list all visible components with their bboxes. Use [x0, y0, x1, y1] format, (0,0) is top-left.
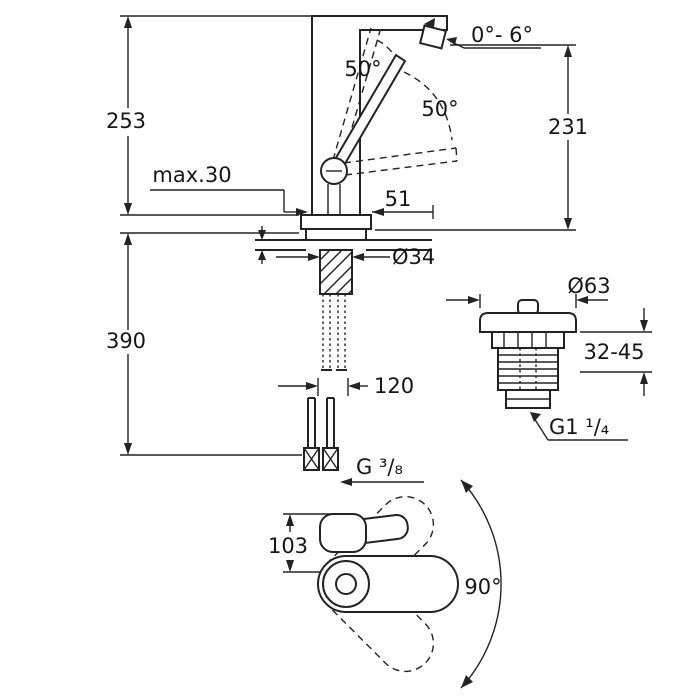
spout-footprint	[317, 555, 459, 613]
aerator-angle-label: 0°- 6°	[471, 23, 533, 47]
drain-cap	[479, 312, 577, 333]
thread-g114-label: G1 ¹/₄	[549, 415, 609, 439]
flexible-hoses	[321, 294, 347, 371]
drain-valve-view: Ø63 32-45 G1 ¹/₄	[446, 274, 652, 441]
dim-253-label: 253	[106, 109, 146, 133]
faucet-top-view: 90° 103	[268, 479, 502, 689]
faucet-side-view	[255, 15, 458, 471]
swivel-angle-label: 90°	[464, 575, 501, 599]
drain-grate	[491, 331, 565, 349]
side-view-dimensions: 253 231 0°- 6° 50° 50° max.30 51 Ø34	[106, 15, 588, 486]
drain-knob	[517, 299, 539, 315]
escutcheon	[305, 228, 367, 241]
supply-connectors	[303, 397, 339, 471]
range-32-45-label: 32-45	[583, 340, 644, 364]
dim-390-label: 390	[106, 329, 146, 353]
max-deck-label: max.30	[152, 163, 231, 187]
lever-angle-upper-label: 50°	[344, 57, 381, 81]
swivel-arc	[460, 479, 502, 689]
aerator	[418, 24, 448, 50]
dim-103-label: 103	[268, 534, 308, 558]
thread-g38-label: G ³/₈	[356, 455, 403, 479]
dim-51-label: 51	[385, 187, 412, 211]
dia-63-label: Ø63	[567, 274, 610, 298]
base-flange	[300, 214, 372, 230]
lever-angle-lower-label: 50°	[421, 97, 458, 121]
dim-120-label: 120	[374, 374, 414, 398]
dim-231-label: 231	[548, 115, 588, 139]
aerator-swivel-arrow-icon	[424, 18, 435, 28]
handle-base-top	[319, 513, 367, 553]
dia-34-label: Ø34	[392, 245, 435, 269]
